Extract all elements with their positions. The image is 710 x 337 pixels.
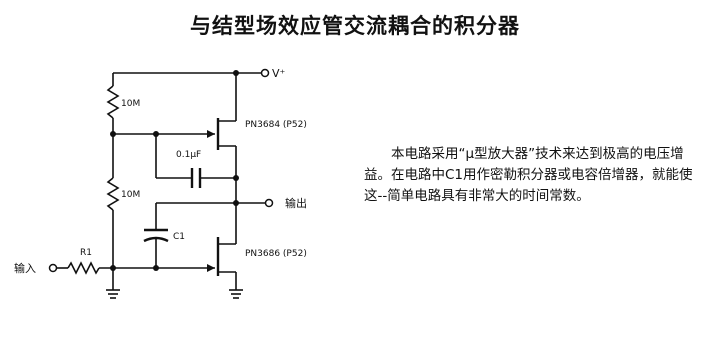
- vplus-label: V⁺: [272, 67, 286, 80]
- gate-arrow-top: [207, 130, 215, 138]
- output-terminal: [264, 198, 274, 208]
- resistor-10m-mid: [106, 177, 120, 211]
- description-block: 本电路采用“μ型放大器”技术来达到极高的电压增益。在电路中C1用作密勒积分器或电…: [364, 144, 702, 207]
- description-text: 本电路采用“μ型放大器”技术来达到极高的电压增益。在电路中C1用作密勒积分器或电…: [364, 146, 693, 204]
- r1-label: R1: [80, 248, 92, 258]
- r-mid-label: 10M: [121, 190, 140, 200]
- output-label: 输出: [285, 196, 307, 210]
- input-terminal: [48, 263, 58, 273]
- resistor-r1: [67, 261, 100, 275]
- q-bottom-label: PN3686 (P52): [245, 249, 307, 259]
- gate-arrow-bottom: [207, 264, 215, 272]
- page-title: 与结型场效应管交流耦合的积分器: [190, 14, 520, 38]
- cap-01-label: 0.1μF: [176, 150, 201, 160]
- c1-label: C1: [173, 232, 185, 242]
- resistor-10m-top: [106, 85, 120, 119]
- r-top-label: 10M: [121, 99, 140, 109]
- q-top-label: PN3684 (P52): [245, 120, 307, 130]
- vplus-terminal: [260, 68, 270, 78]
- input-label: 输入: [14, 261, 36, 275]
